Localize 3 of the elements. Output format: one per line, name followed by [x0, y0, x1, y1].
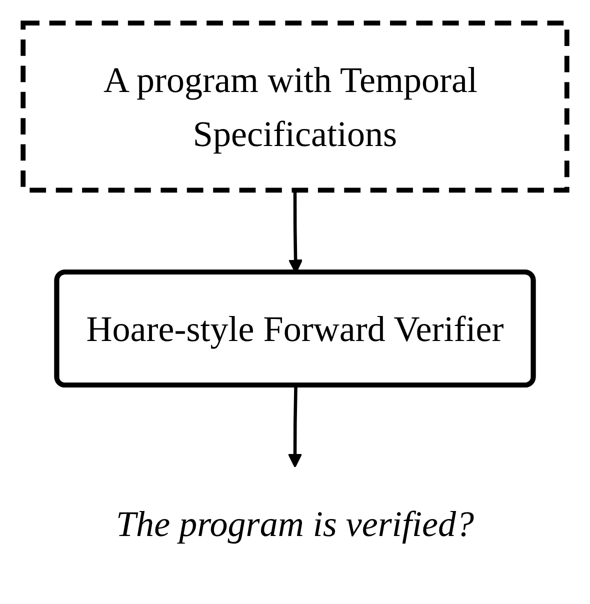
node-box: A program with Temporal Specifications [20, 21, 570, 194]
arrow [288, 386, 302, 468]
node-text: The program is verified? [116, 503, 474, 544]
